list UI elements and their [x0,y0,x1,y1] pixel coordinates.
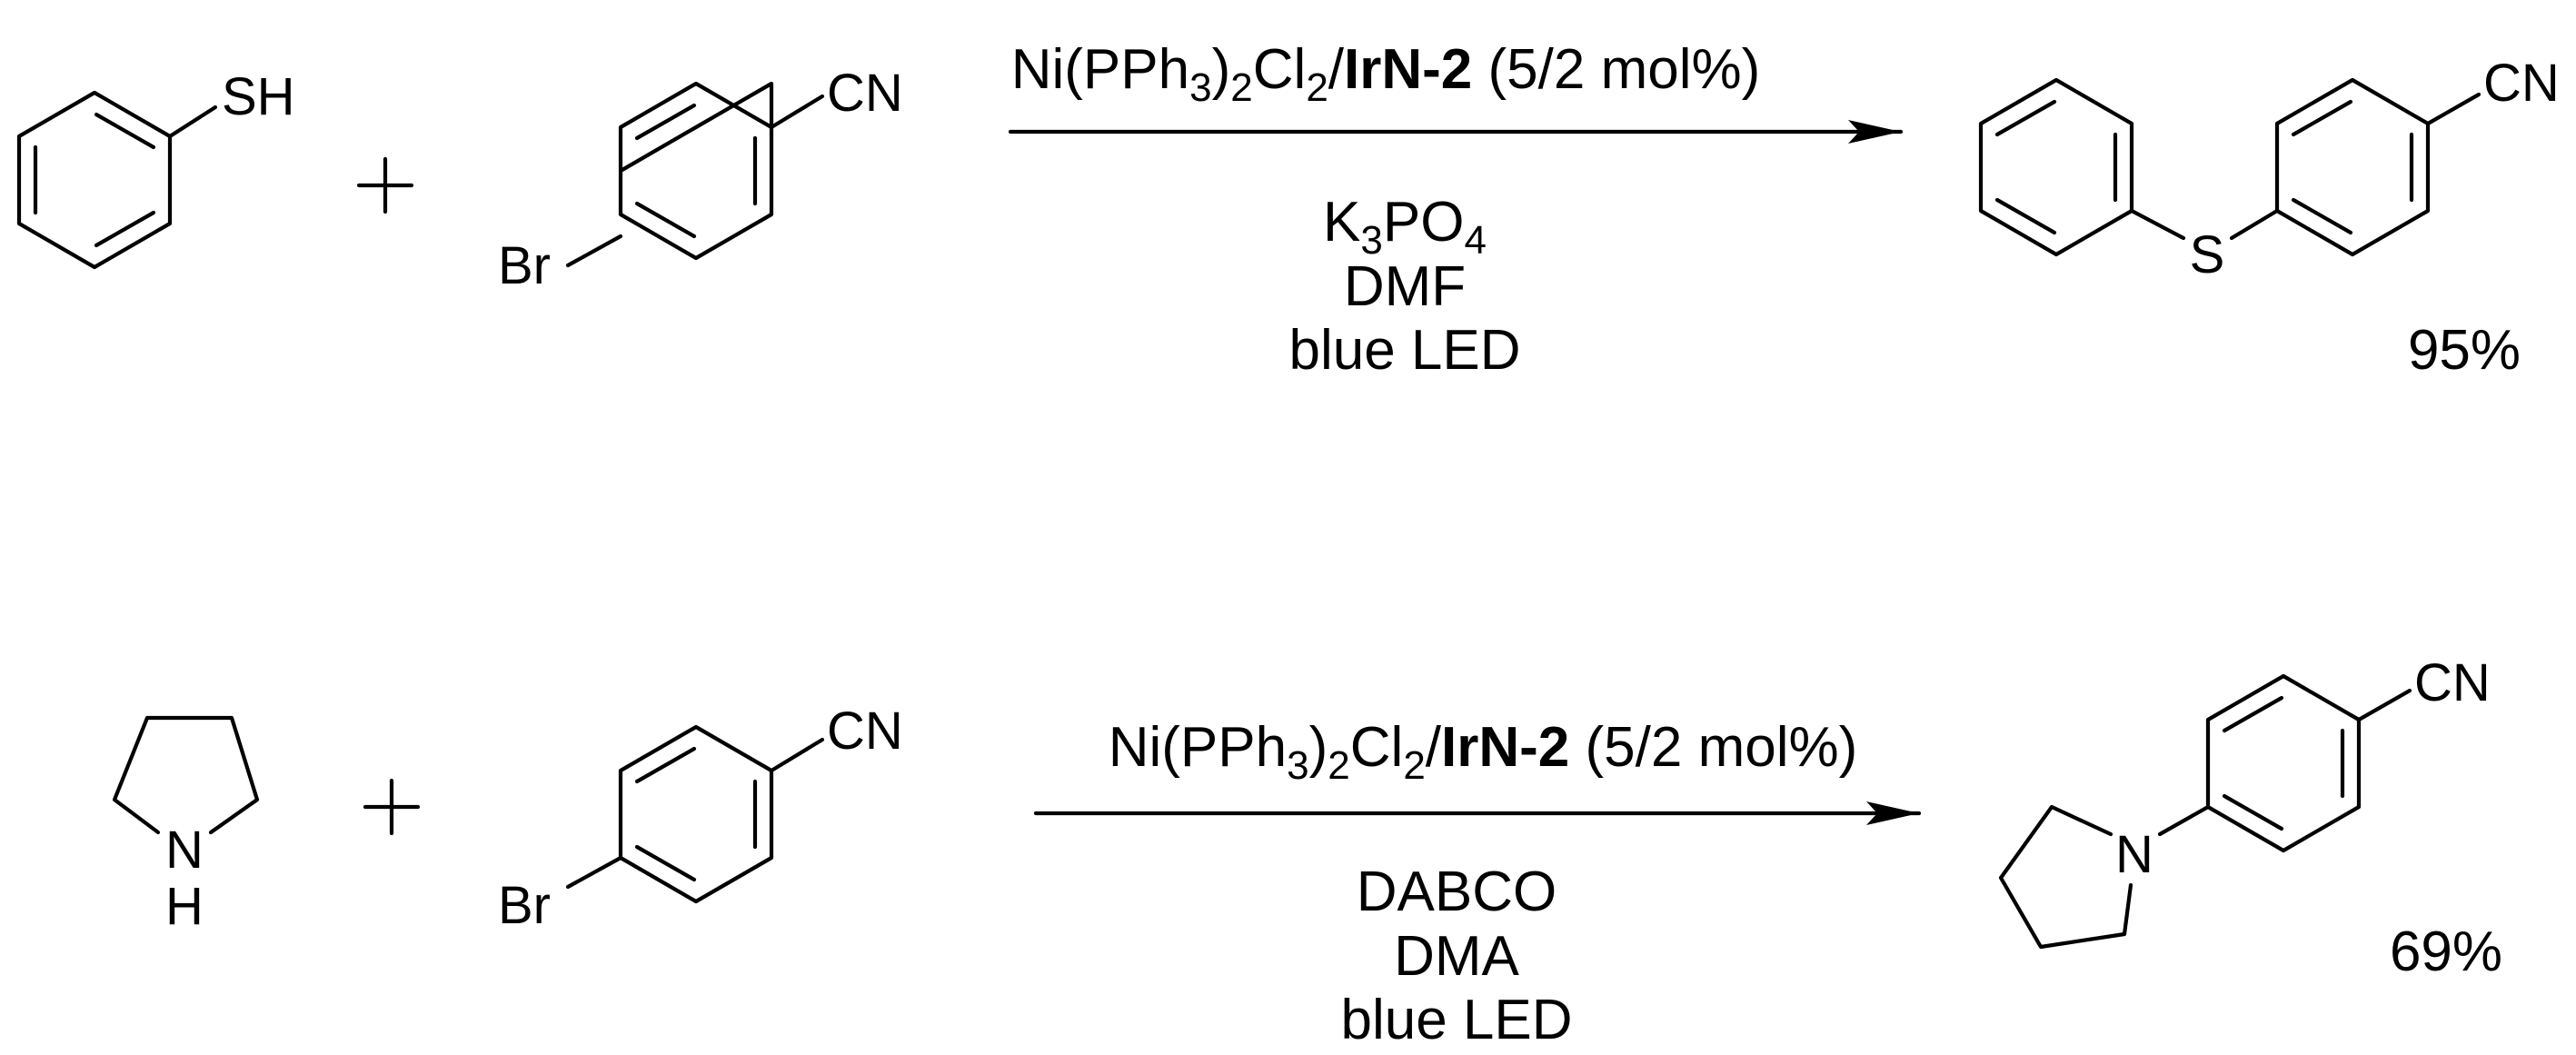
br-label: Br [498,876,551,935]
bromobenzonitrile-structure-1: CN Br [498,64,903,295]
benzene-ring [618,81,774,261]
c-cn-bond [2356,688,2412,722]
benzonitrile-double-bonds [2222,695,2345,831]
plus-sign-1 [356,156,414,214]
product-structure-2: CN N [1998,653,2491,950]
reaction-1: SH CN Br Ni(PPh3)2Cl2/IrN-2 (5/2 mol%) K… [16,38,2560,382]
light-label-2: blue LED [1340,989,1572,1051]
n-label: N [165,821,204,880]
c-cn-bond [769,94,825,130]
benzene-ring [16,90,173,270]
catalyst-label-2: Ni(PPh3)2Cl2/IrN-2 (5/2 mol%) [1109,716,1858,788]
pyrrolidine-ring [1998,804,2133,950]
s-label: S [2190,225,2225,284]
yield-label-2: 69% [2390,921,2502,983]
yield-label-1: 95% [2408,319,2521,382]
base-label-2: DABCO [1357,861,1557,923]
cn-label: CN [2483,54,2560,113]
n-label: N [2115,825,2153,884]
solvent-label-2: DMA [1394,925,1519,988]
c-s-bond [167,105,218,139]
c-s-bond-right [2229,208,2280,241]
light-label-1: blue LED [1288,319,1520,382]
h-label: H [165,877,204,936]
pyrrolidine-ring [112,715,260,835]
catalyst-label-1: Ni(PPh3)2Cl2/IrN-2 (5/2 mol%) [1011,38,1761,110]
bromobenzonitrile-structure-2: CN Br [498,702,903,935]
benzonitrile-ring [2205,673,2362,853]
phenyl-ring [1978,77,2134,257]
c-n-bond [2157,804,2211,837]
sh-label: SH [222,67,295,126]
thiophenol-structure: SH [16,67,295,270]
product-structure-1: S CN [1978,54,2560,284]
aromatic-double-bonds [634,746,758,882]
aromatic-double-bonds [33,112,156,248]
solvent-label-1: DMF [1344,255,1466,318]
pyrrolidine-structure: N H [112,715,260,936]
benzonitrile-ring [2274,77,2431,257]
cn-label: CN [2414,653,2491,712]
aromatic-double-bonds [634,103,758,239]
c-br-bond [565,855,623,890]
plus-sign-2 [363,778,421,836]
c-cn-bond [2425,92,2482,126]
cn-label: CN [827,702,903,761]
c-cn-bond [769,737,825,773]
c-br-bond [565,234,623,268]
benzene-ring [618,724,774,904]
benzene-ring-outline [618,81,774,174]
phenyl-double-bonds [1994,99,2118,235]
base-label-1: K3PO4 [1323,191,1487,263]
c-s-bond-left [2129,208,2186,241]
br-label: Br [498,236,551,295]
reaction-2: N H CN Br Ni(PPh3)2Cl2/IrN-2 (5/2 mol%) … [112,653,2502,1051]
benzonitrile-double-bonds [2291,99,2414,235]
cn-label: CN [827,64,903,123]
